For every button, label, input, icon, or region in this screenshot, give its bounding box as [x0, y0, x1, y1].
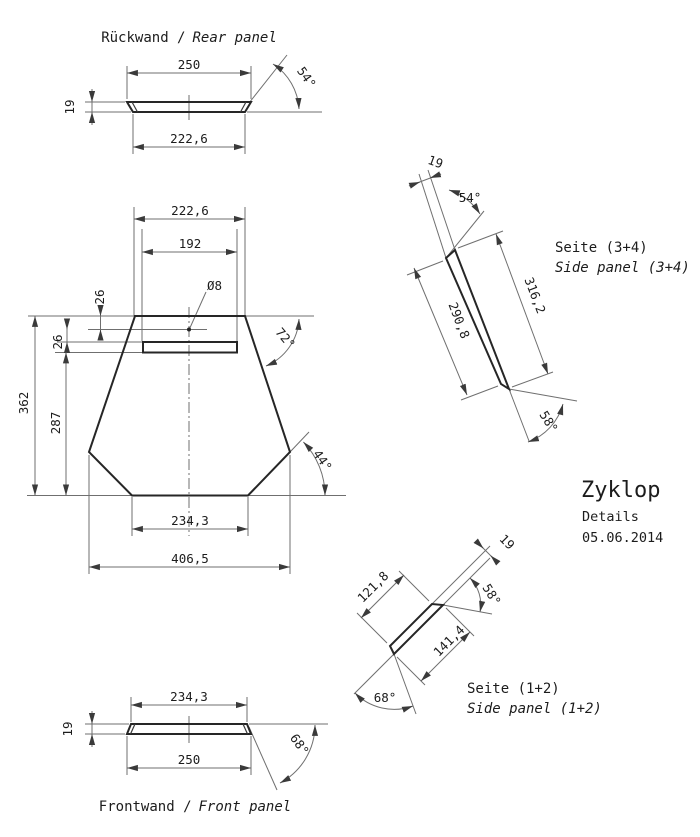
side-panel-12-view: 19 58° 121,8 141,4 68° Seite (1+2) Side … — [353, 531, 602, 717]
dim-main-angle-side: 72° — [272, 325, 298, 352]
dim-rear-bottom: 222,6 — [170, 131, 208, 146]
dim-side34-len-right: 316,2 — [521, 275, 548, 316]
dim-front-thickness: 19 — [60, 721, 75, 736]
rear-panel-view: Rückwand /Rear panel 250 222,6 19 54° — [62, 30, 322, 154]
dim-front-bottom: 250 — [178, 752, 201, 767]
dim-main-width-top: 222,6 — [171, 203, 209, 218]
rear-panel-outline — [125, 101, 253, 113]
side-panel-34-outline — [444, 248, 512, 392]
drawing-subtitle: Details — [582, 509, 639, 525]
side-panel-12-dimensions — [353, 538, 501, 715]
dim-side34-thickness: 19 — [426, 152, 445, 171]
main-view: 222,6 192 Ø8 26 26 362 287 72° 44° 234,3… — [16, 203, 346, 574]
dim-rear-top: 250 — [178, 57, 201, 72]
side-panel-12-label-de: Seite (1+2) — [467, 681, 560, 697]
dim-main-offset-slot: 26 — [50, 334, 65, 349]
dim-side12-len-upper: 121,8 — [354, 568, 391, 605]
dim-main-slot-width: 192 — [179, 236, 202, 251]
dim-side12-angle-end: 58° — [479, 581, 504, 608]
dim-side12-thickness: 19 — [497, 531, 518, 552]
drawing-title: Zyklop — [581, 478, 660, 503]
dim-main-width-bottom: 234,3 — [171, 513, 209, 528]
front-panel-dimensions — [85, 697, 328, 791]
front-panel-title: Frontwand /Front panel — [99, 799, 291, 815]
main-outline — [87, 315, 292, 497]
rear-left-chamfer — [131, 101, 139, 113]
dim-rear-angle: 54° — [294, 64, 319, 91]
rear-right-chamfer — [239, 101, 247, 113]
drawing-date: 05.06.2014 — [582, 530, 663, 546]
dim-rear-thickness: 19 — [62, 99, 77, 114]
dim-side34-angle-top: 54° — [459, 190, 482, 205]
dim-main-width-max: 406,5 — [171, 551, 209, 566]
front-panel-outline — [125, 723, 253, 735]
rear-panel-title: Rückwand /Rear panel — [101, 30, 277, 46]
front-panel-view: 234,3 250 19 68° Frontwand /Front panel — [60, 689, 328, 815]
dim-side12-angle-tip: 68° — [374, 690, 397, 705]
dim-main-angle-corner: 44° — [310, 447, 335, 474]
main-hole — [187, 327, 191, 332]
front-right-chamfer — [242, 723, 249, 735]
side-panel-34-label-de: Seite (3+4) — [555, 240, 648, 256]
rear-panel-dimensions — [85, 54, 322, 154]
side-panel-34-dimensions — [406, 169, 578, 443]
front-left-chamfer — [129, 723, 136, 735]
side-panel-12-label-en: Side panel (1+2) — [467, 701, 602, 717]
dim-main-height-total: 362 — [16, 392, 31, 415]
side-panel-12-outline — [388, 602, 446, 656]
dim-main-offset-hole: 26 — [92, 289, 107, 304]
title-block: Zyklop Details 05.06.2014 — [581, 478, 663, 546]
side-panel-34-view: 19 54° 316,2 290,8 58° Seite (3+4) Side … — [406, 152, 690, 443]
side-panel-34-label-en: Side panel (3+4) — [555, 260, 690, 276]
dim-main-height-lower: 287 — [48, 412, 63, 435]
dim-front-top: 234,3 — [170, 689, 208, 704]
dim-side34-len-left: 290,8 — [445, 300, 472, 341]
dim-side34-angle-bottom: 58° — [536, 408, 561, 435]
main-slot — [142, 341, 238, 354]
dim-main-hole: Ø8 — [207, 278, 222, 293]
